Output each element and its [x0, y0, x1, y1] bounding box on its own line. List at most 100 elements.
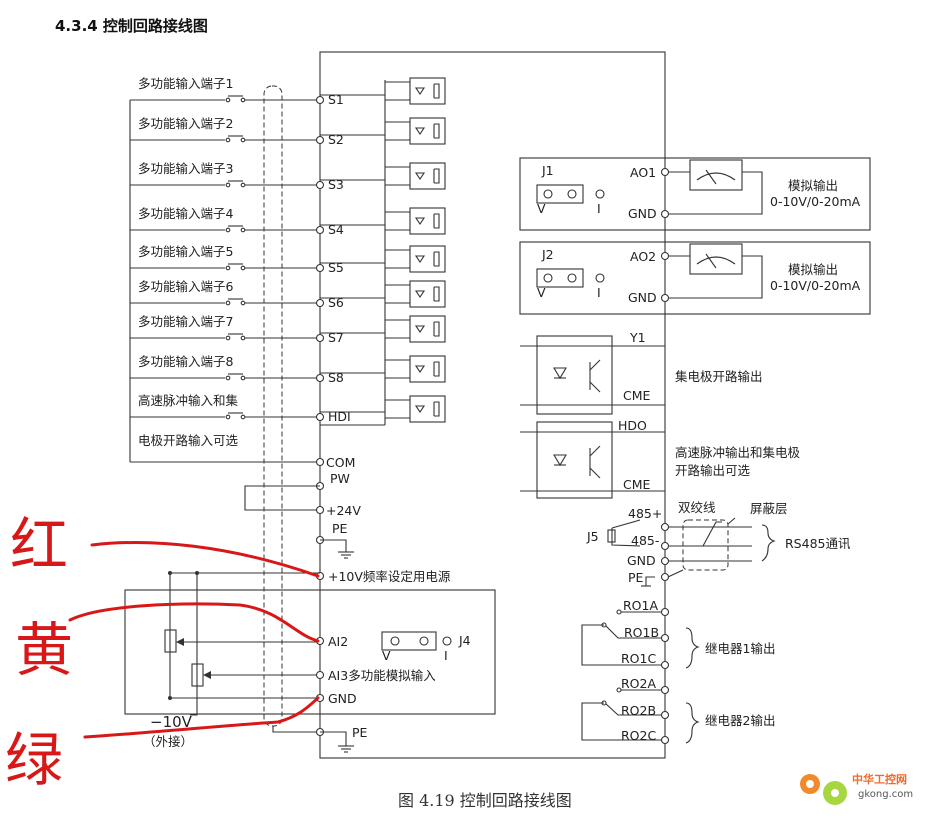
relay-section — [581, 607, 700, 745]
terminal-ai2: AI2 — [328, 634, 348, 649]
j4-jumper — [381, 631, 437, 651]
jumper — [536, 268, 584, 288]
ao-range: 0-10V/0-20mA — [770, 194, 861, 209]
green-wire-annotation — [83, 696, 320, 739]
terminal-485-pe: PE — [628, 570, 644, 585]
input-label: 多功能输入端子6 — [138, 279, 234, 294]
terminal-label: S3 — [328, 177, 344, 192]
terminal-485-gnd: GND — [627, 553, 656, 568]
digital-input-row: 高速脉冲输入和集 HDI — [130, 393, 446, 424]
terminal-label: S1 — [328, 92, 344, 107]
y1-description: 集电极开路输出 — [675, 369, 763, 384]
optocoupler-hdo — [520, 421, 665, 499]
section-title: 4.3.4 控制回路接线图 — [55, 17, 208, 35]
hdo-description-1: 高速脉冲输出和集电极 — [675, 445, 801, 460]
i-label: I — [597, 201, 601, 216]
external-label: （外接） — [143, 734, 193, 749]
terminal — [315, 263, 325, 273]
input-label: 多功能输入端子5 — [138, 244, 233, 259]
hdo-description-2: 开路输出可选 — [675, 463, 751, 478]
terminal — [315, 298, 325, 308]
j4-label: J4 — [458, 633, 471, 648]
jumper-label: J2 — [541, 247, 554, 262]
ao-description: 模拟输出 — [788, 262, 838, 277]
terminal-485-plus: 485+ — [628, 506, 662, 521]
input-label: 多功能输入端子2 — [138, 116, 233, 131]
watermark-cn: 中华工控网 — [852, 772, 907, 786]
potentiometer-1 — [164, 629, 177, 653]
terminal-cme-2: CME — [623, 477, 651, 492]
terminal — [315, 373, 325, 383]
terminal-hdo: HDO — [618, 418, 647, 433]
j4-i-label: I — [444, 648, 448, 663]
handwritten-yellow: 黄 — [15, 616, 73, 684]
twisted-pair-label: 双绞线 — [678, 500, 716, 515]
meter-icon — [689, 159, 743, 191]
jumper — [536, 184, 584, 204]
j5-label: J5 — [586, 529, 599, 544]
input-label: 高速脉冲输入和集 — [138, 393, 239, 408]
terminal — [315, 95, 325, 105]
terminal-pe-1: PE — [332, 521, 348, 536]
terminal-ro1c: RO1C — [621, 651, 656, 666]
red-wire-annotation — [90, 541, 320, 578]
meter-icon — [689, 243, 743, 275]
optocoupler-icon — [409, 117, 446, 145]
optocoupler-icon — [409, 280, 446, 308]
terminal-485-minus: 485- — [631, 533, 659, 548]
terminal-10v: +10V频率设定用电源 — [328, 569, 451, 584]
terminal — [315, 180, 325, 190]
terminal-com: COM — [326, 455, 355, 470]
terminal-label: S7 — [328, 330, 344, 345]
terminal — [315, 135, 325, 145]
terminal-pw: PW — [330, 471, 350, 486]
rs485-description: RS485通讯 — [785, 536, 851, 551]
terminal — [315, 333, 325, 343]
digital-inputs: 多功能输入端子1S1多功能输入端子2S2多功能输入端子3S3多功能输入端子4S4… — [130, 76, 446, 424]
i-label: I — [597, 285, 601, 300]
terminal-ro1b: RO1B — [624, 625, 659, 640]
terminal — [315, 225, 325, 235]
terminal-24v: +24V — [326, 503, 361, 518]
rs485-section — [607, 519, 776, 587]
optocoupler-y1 — [520, 335, 665, 415]
terminal-gnd: GND — [328, 691, 357, 706]
terminal-label: S5 — [328, 260, 344, 275]
minus-10v-label: −10V — [150, 713, 193, 731]
v-label: V — [537, 285, 546, 300]
handwritten-green: 绿 — [5, 726, 63, 794]
ao-terminal-label: AO2 — [630, 249, 656, 264]
shield-label: 屏蔽层 — [750, 501, 788, 516]
terminal-ro2c: RO2C — [621, 728, 656, 743]
optocoupler-icon — [409, 395, 446, 423]
v-label: V — [537, 201, 546, 216]
terminal-pe-2: PE — [352, 725, 368, 740]
gnd-terminal-label: GND — [628, 290, 657, 305]
terminal-ro1a: RO1A — [623, 598, 658, 613]
terminal-ai3: AI3多功能模拟输入 — [328, 668, 436, 683]
terminal-label: HDI — [328, 409, 351, 424]
terminal-ro2a: RO2A — [621, 676, 656, 691]
figure-caption: 图 4.19 控制回路接线图 — [398, 791, 572, 810]
optocoupler-icon — [409, 162, 446, 190]
input-label: 多功能输入端子7 — [138, 314, 233, 329]
terminal-label: S6 — [328, 295, 344, 310]
terminal-label: S2 — [328, 132, 344, 147]
terminal-cme-1: CME — [623, 388, 651, 403]
relay2-description: 继电器2输出 — [705, 713, 775, 728]
terminal-ro2b: RO2B — [621, 703, 656, 718]
input-label: 多功能输入端子3 — [138, 161, 233, 176]
input-label: 多功能输入端子1 — [138, 76, 233, 91]
optocoupler-icon — [409, 207, 446, 235]
j4-v-label: V — [382, 648, 391, 663]
